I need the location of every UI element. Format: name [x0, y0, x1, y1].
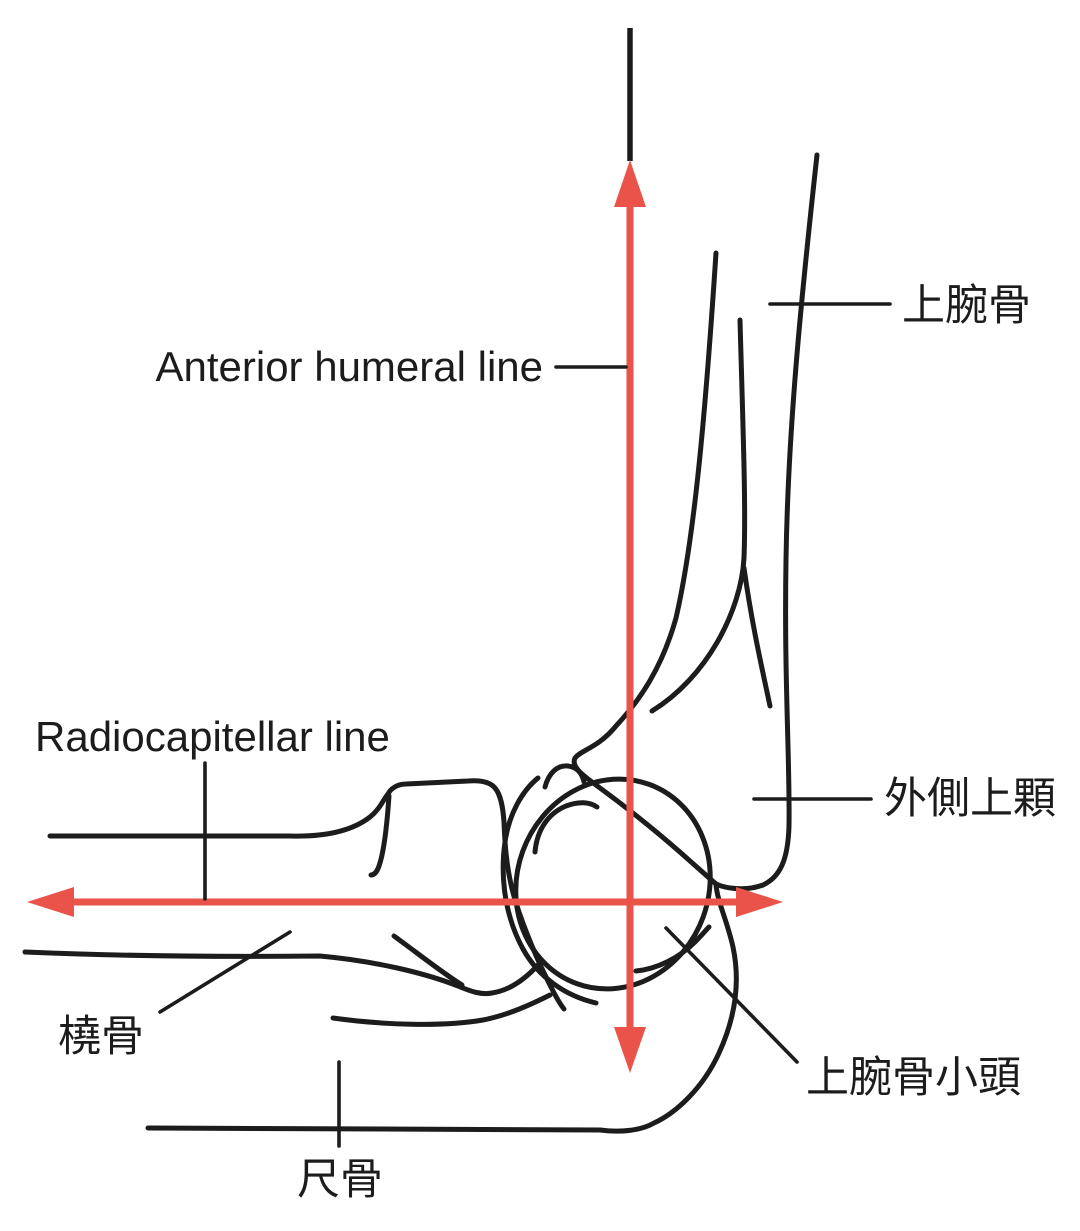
leader-lines — [158, 302, 892, 1148]
ulna-olecranon-outline — [145, 881, 739, 1134]
capitellum-outline — [513, 776, 713, 992]
radial-neck-inner-line — [368, 793, 392, 878]
humerus-anterior-cortex — [571, 250, 719, 887]
capitellum-top-bump — [542, 763, 587, 790]
capitellum-inner-arc-bottom — [633, 924, 712, 974]
radiocapitellar-reference-line — [27, 887, 783, 917]
leader-capitellum — [664, 926, 799, 1064]
arrowhead-left-icon — [27, 887, 74, 917]
arrowhead-right-icon — [736, 887, 783, 917]
radius-upper-border — [47, 778, 567, 1012]
label-ulna: 尺骨 — [297, 1156, 383, 1204]
anterior-humeral-reference-line — [614, 160, 646, 1073]
label-capitellum: 上腕骨小頭 — [806, 1054, 1021, 1102]
labels: Anterior humeral line Radiocapitellar li… — [35, 282, 1056, 1204]
supracondylar-ridge-right — [741, 565, 773, 709]
radius-lower-inner-line — [391, 933, 465, 988]
ulna-coronoid-line — [330, 992, 553, 1027]
radius-lower-border — [22, 949, 541, 997]
label-anterior-humeral-line: Anterior humeral line — [155, 343, 543, 390]
label-radiocapitellar-line: Radiocapitellar line — [35, 713, 390, 760]
arrowhead-up-icon — [614, 160, 646, 207]
arrowhead-down-icon — [614, 1027, 646, 1073]
label-lateral-epicondyle: 外側上顆 — [884, 775, 1056, 823]
label-radius: 橈骨 — [58, 1013, 144, 1061]
leader-radius — [158, 930, 292, 1014]
bone-outlines — [22, 152, 820, 1134]
supracondylar-ridge-left — [649, 317, 748, 714]
capitellum-inner-arc-top — [532, 800, 600, 855]
label-humerus: 上腕骨 — [902, 282, 1031, 330]
humerus-posterior-cortex — [713, 152, 820, 892]
